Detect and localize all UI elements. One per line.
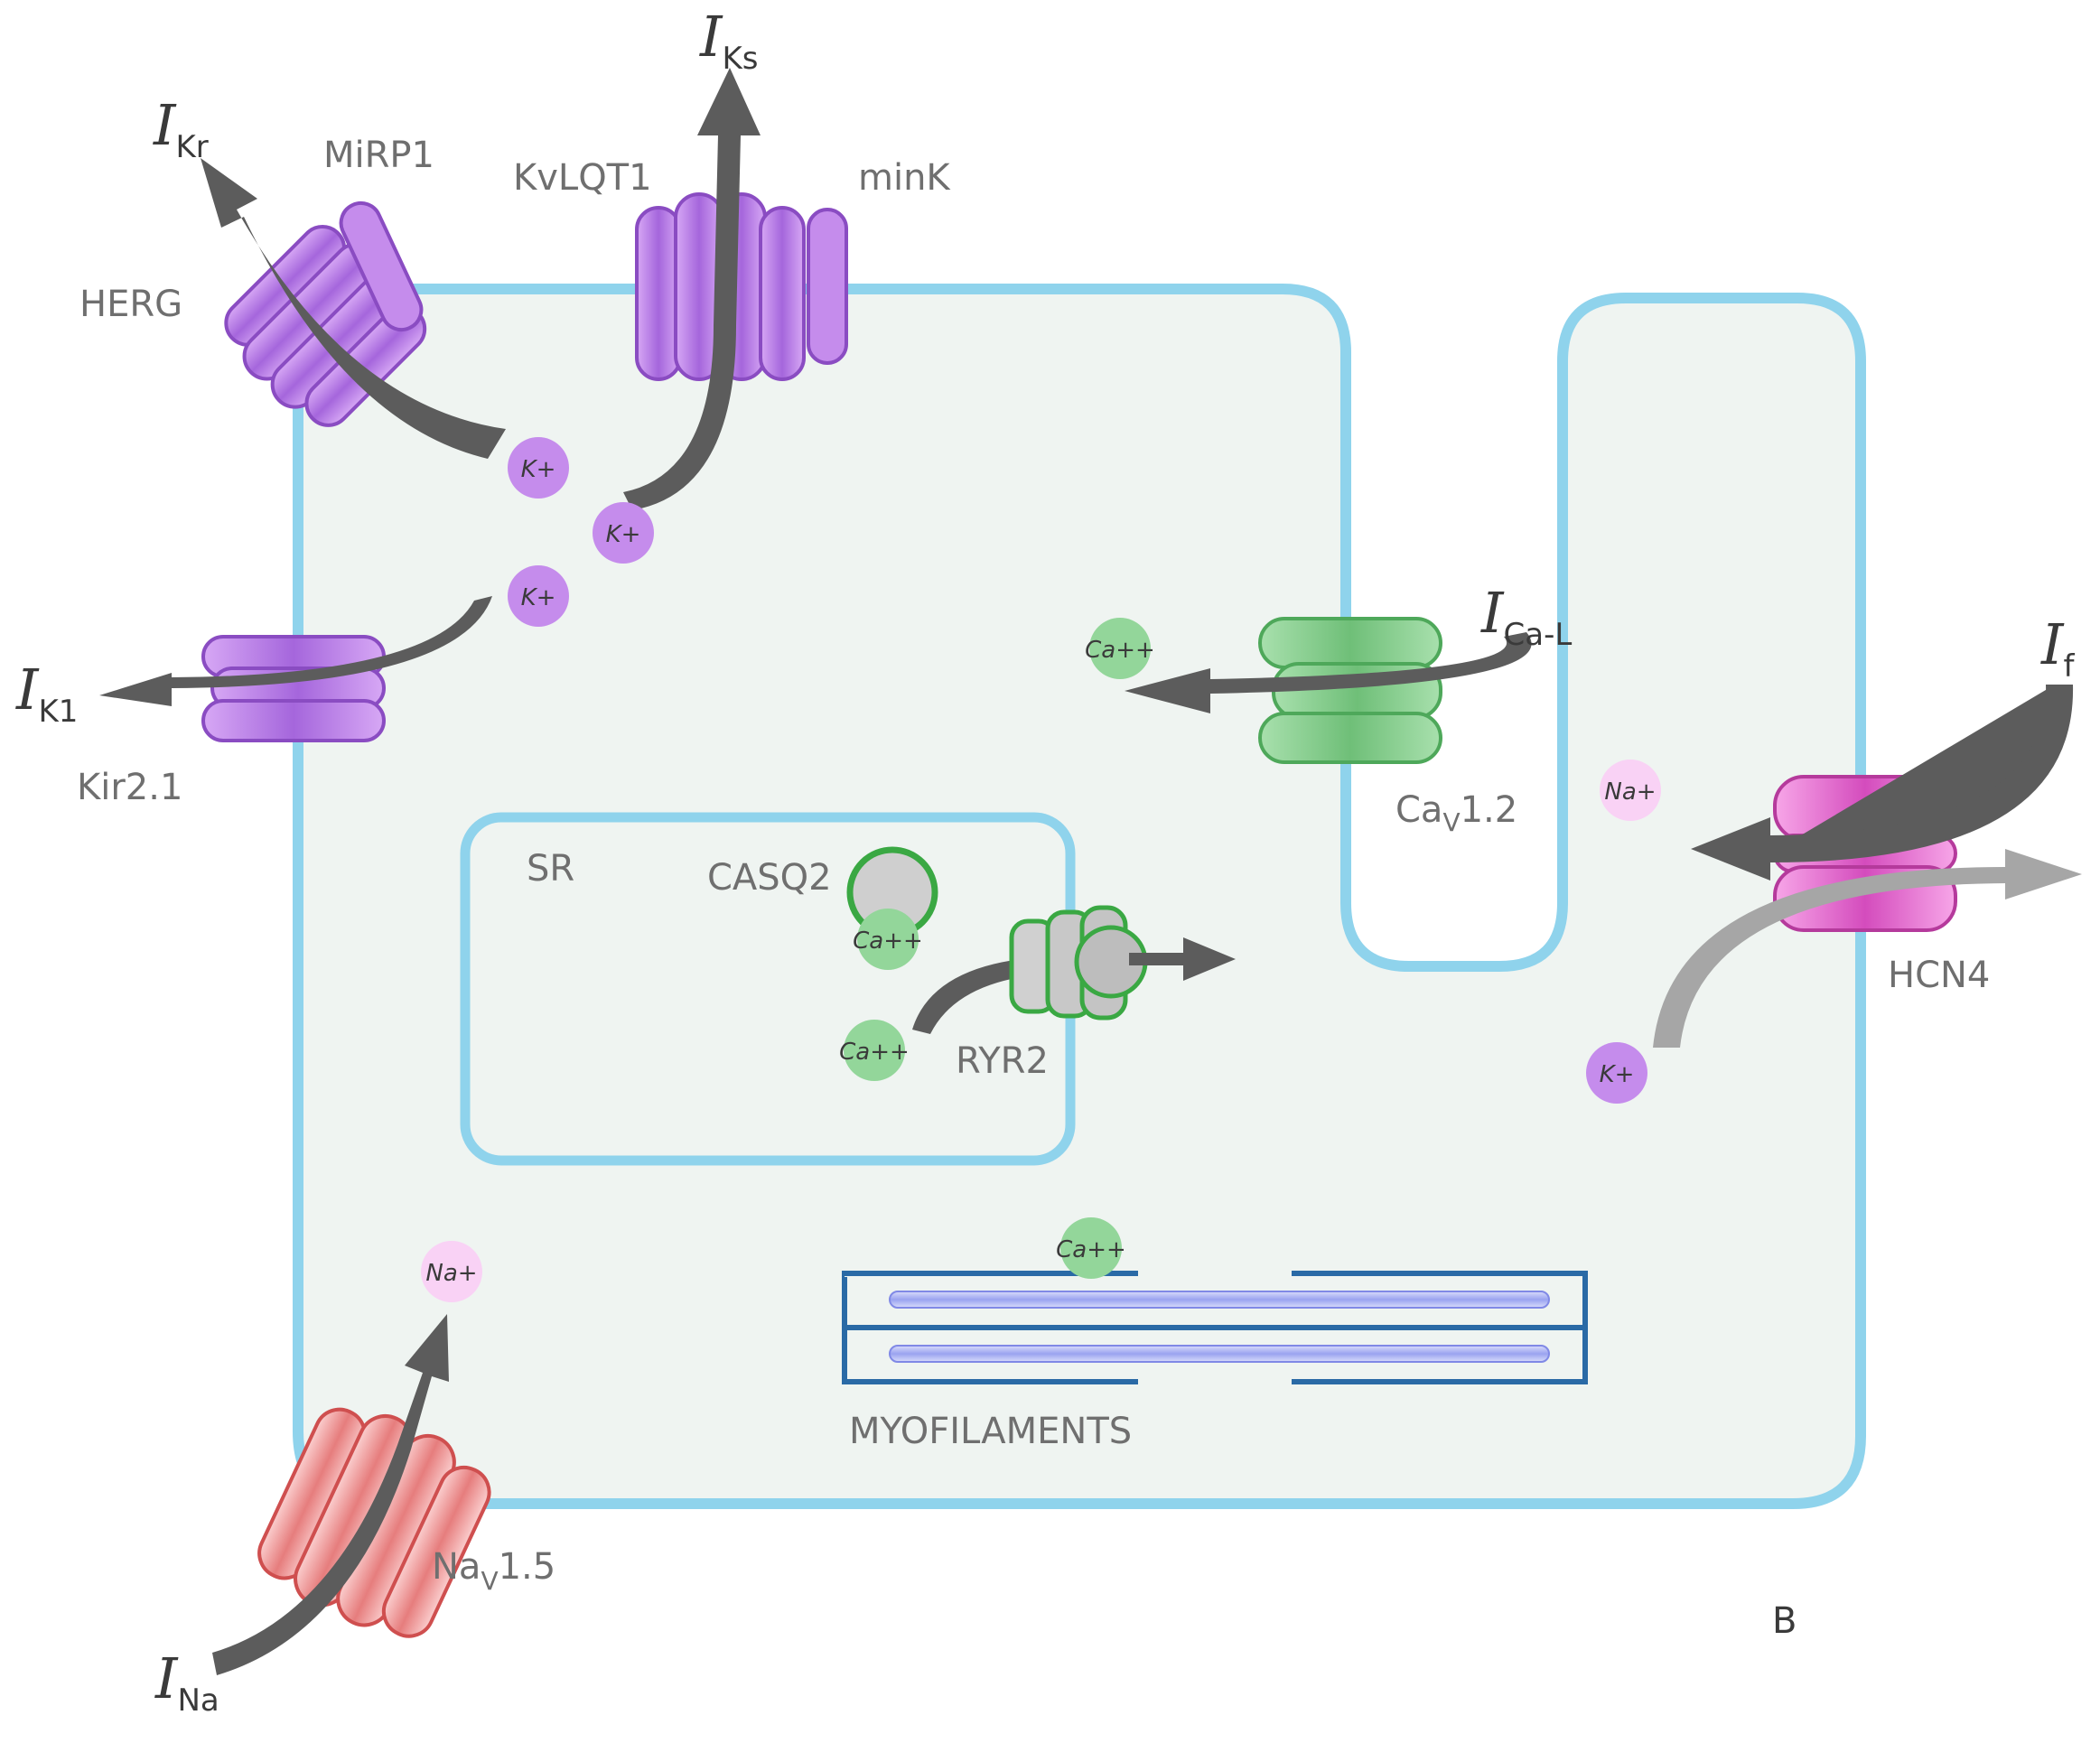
ical-label: ICa-L — [1480, 580, 1572, 653]
svg-text:Ca++: Ca++ — [1056, 1236, 1126, 1263]
mink-subunit — [807, 208, 848, 365]
sr-label: SR — [527, 848, 574, 890]
if-outward-arrow — [1653, 849, 2082, 1048]
kvlqt1-label: KvLQT1 — [513, 157, 652, 199]
calcium-ion: Ca++ — [1085, 618, 1155, 679]
potassium-ion: K+ — [508, 437, 569, 499]
mirp1-subunit — [339, 200, 424, 332]
panel-letter: B — [1772, 1600, 1797, 1642]
svg-text:Na+: Na+ — [425, 1260, 477, 1287]
iks-label: IKs — [699, 4, 759, 77]
ryr2-channel — [1009, 905, 1148, 1021]
potassium-ion: K+ — [508, 565, 569, 627]
calcium-ion: Ca++ — [853, 909, 923, 970]
casq2-label: CASQ2 — [707, 857, 832, 899]
svg-text:K+: K+ — [606, 521, 641, 548]
ik1-arrow — [99, 596, 492, 706]
nav15-label: NaV1.5 — [432, 1546, 555, 1596]
ik1-label: IK1 — [15, 657, 78, 730]
ikr-label: IKr — [153, 92, 209, 165]
sodium-ion: Na+ — [421, 1241, 482, 1302]
kvlqt1-channel — [635, 192, 806, 381]
kir21-label: Kir2.1 — [77, 767, 182, 808]
sodium-ion: Na+ — [1600, 760, 1661, 821]
if-inward-arrow-body — [1691, 685, 2074, 881]
svg-text:Ca++: Ca++ — [1085, 637, 1155, 664]
hcn4-label: HCN4 — [1888, 955, 1990, 996]
svg-text:Ca++: Ca++ — [839, 1039, 910, 1066]
ical-arrow — [1125, 632, 1532, 713]
svg-text:Ca++: Ca++ — [853, 927, 923, 955]
sr-calcium-release-arrow — [912, 959, 1021, 1034]
calcium-ion: Ca++ — [839, 1020, 910, 1081]
herg-channel — [224, 225, 427, 427]
svg-text:K+: K+ — [1600, 1061, 1635, 1088]
herg-label: HERG — [79, 284, 182, 325]
svg-text:K+: K+ — [521, 584, 556, 611]
svg-text:K+: K+ — [521, 456, 556, 483]
kir21-channel — [201, 635, 386, 742]
mirp1-label: MiRP1 — [323, 135, 434, 176]
ina-arrow — [212, 1314, 449, 1675]
if-label: If — [2040, 611, 2076, 685]
ikr-arrow — [201, 158, 506, 459]
iks-arrow — [623, 68, 761, 510]
ryr2-label: RYR2 — [956, 1040, 1049, 1082]
ryr2-release-arrow — [1129, 937, 1236, 981]
nav15-channel — [257, 1407, 491, 1638]
svg-text:Na+: Na+ — [1604, 778, 1656, 806]
potassium-ion: K+ — [1586, 1042, 1647, 1104]
mink-label: minK — [858, 157, 951, 199]
potassium-ion: K+ — [593, 502, 654, 564]
cav12-label: CaV1.2 — [1395, 789, 1517, 837]
calcium-ion: Ca++ — [1056, 1217, 1126, 1279]
ina-label: INa — [154, 1645, 219, 1719]
myofilaments-label: MYOFILAMENTS — [849, 1411, 1132, 1452]
